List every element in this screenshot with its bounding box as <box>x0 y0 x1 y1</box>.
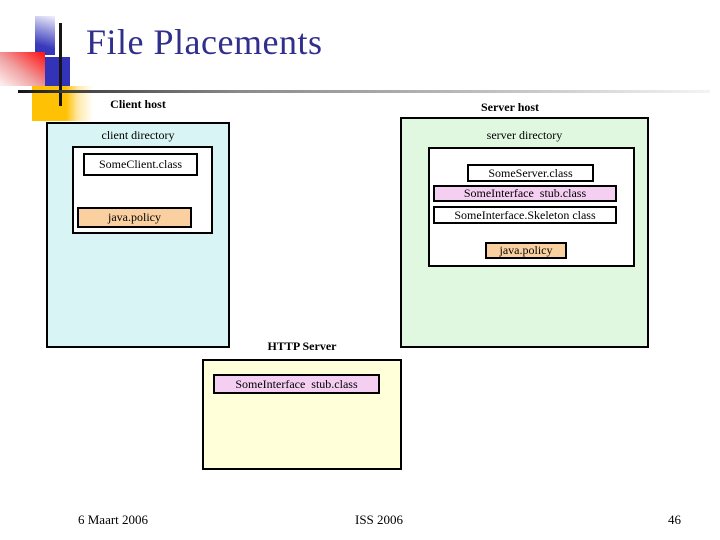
file-box-interface-stub-server: SomeInterface stub.class <box>433 185 617 202</box>
footer-date: 6 Maart 2006 <box>78 512 149 527</box>
decor-red-square-icon <box>0 52 45 86</box>
decor-vertical-line <box>59 23 62 106</box>
client-host-label: Client host <box>110 97 166 111</box>
file-box-interface-stub-http: SomeInterface stub.class <box>213 374 380 394</box>
file-box-interface-skeleton: SomeInterface.Skeleton class <box>433 206 617 224</box>
http-server-label: HTTP Server <box>267 339 337 353</box>
page-title: File Placements <box>86 22 323 62</box>
file-box-someclient-class: SomeClient.class <box>83 153 198 176</box>
footer-course: ISS 2006 <box>355 512 404 527</box>
file-box-someserver-class: SomeServer.class <box>467 164 594 182</box>
server-directory-label: server directory <box>486 128 563 142</box>
decor-blue-bar-icon <box>35 16 55 55</box>
file-box-java-policy-client: java.policy <box>77 207 192 228</box>
server-host-label: Server host <box>480 100 540 114</box>
file-box-java-policy-server: java.policy <box>485 242 567 259</box>
footer-page-number: 46 <box>668 512 681 527</box>
decor-blue-square-icon <box>45 57 70 86</box>
client-directory-label: client directory <box>101 128 175 142</box>
title-separator-line <box>18 90 710 93</box>
